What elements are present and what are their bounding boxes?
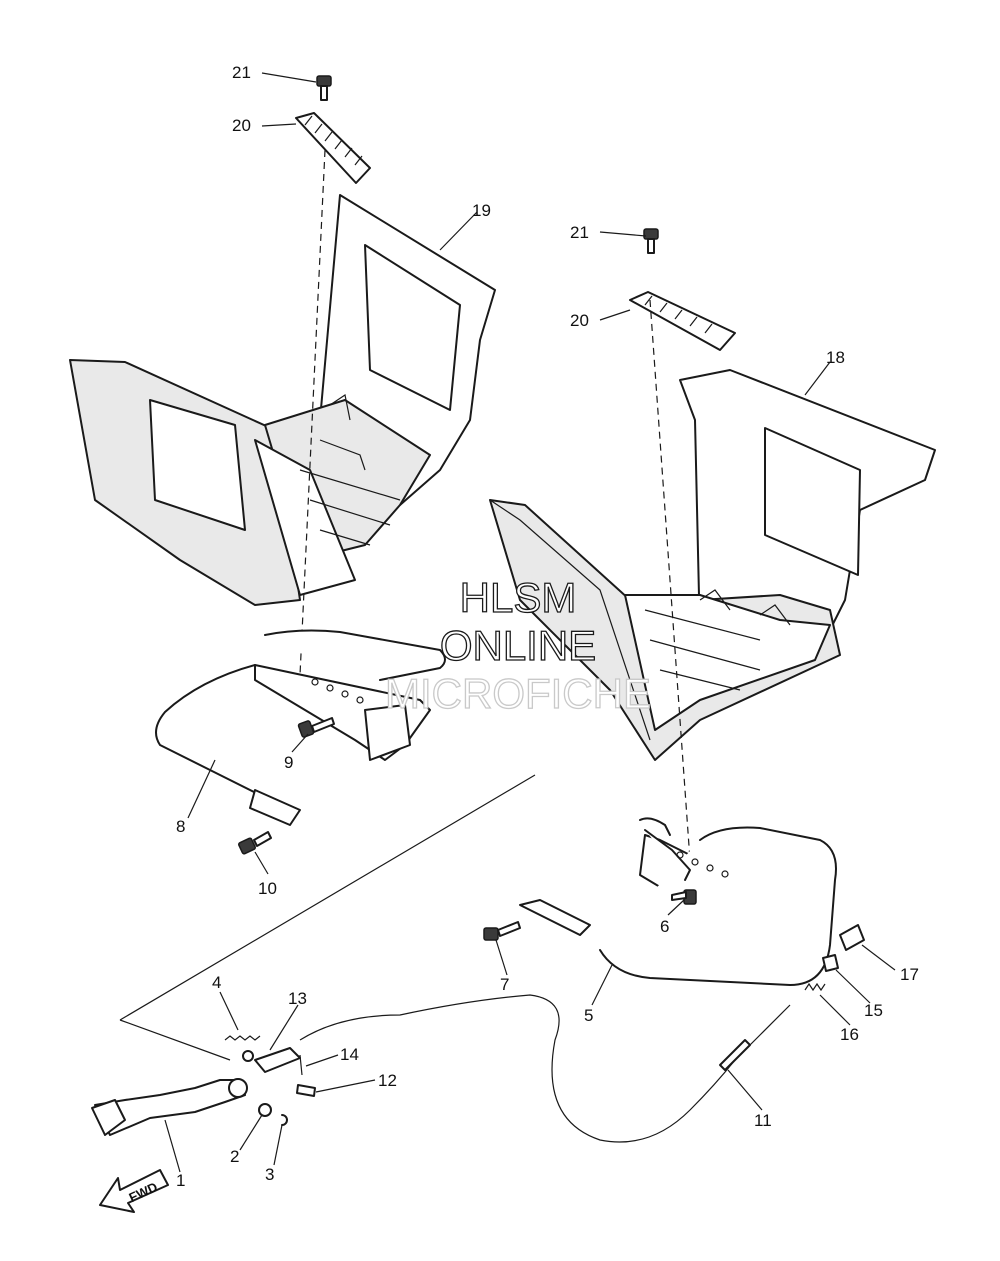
callout-3: 3	[265, 1165, 274, 1184]
watermark-line-1: HLSM	[460, 574, 577, 621]
watermark-line-3: MICROFICHE	[385, 670, 651, 717]
left-footrest-panel	[69, 194, 496, 606]
callout-7: 7	[500, 975, 509, 994]
bolt-10	[238, 831, 272, 855]
right-footrest-bracket	[519, 817, 837, 986]
bolt-9	[297, 717, 335, 738]
watermark: HLSM ONLINE MICROFICHE	[384, 573, 651, 717]
forward-direction-arrow: FWD	[99, 1169, 169, 1213]
callout-1: 1	[176, 1171, 185, 1190]
callout-14: 14	[340, 1045, 359, 1064]
left-alignment-line	[299, 149, 326, 676]
brake-cable	[299, 982, 826, 1143]
pin-12	[296, 1084, 316, 1097]
callout-13: 13	[288, 989, 307, 1008]
callout-18: 18	[826, 348, 845, 367]
callout-15: 15	[864, 1001, 883, 1020]
callout-20-right: 20	[570, 311, 589, 330]
bolt-6	[671, 889, 697, 905]
callout-20-left: 20	[232, 116, 251, 135]
callout-21-right: 21	[570, 223, 589, 242]
callout-9: 9	[284, 753, 293, 772]
left-guard-bolt	[316, 75, 332, 101]
callout-10: 10	[258, 879, 277, 898]
fwd-label: FWD	[127, 1179, 160, 1205]
brake-pedal	[91, 1078, 288, 1136]
callout-17: 17	[900, 965, 919, 984]
callout-11: 11	[754, 1111, 772, 1130]
left-footrest-bracket	[155, 629, 446, 826]
callout-16: 16	[840, 1025, 859, 1044]
holder-17	[839, 924, 865, 951]
right-step-guard	[629, 291, 736, 351]
callout-4: 4	[212, 973, 221, 992]
callout-5: 5	[584, 1006, 593, 1025]
callout-labels: 21 20 19 21 20 18 9 8 10 6 7 5 4 13 14 1…	[176, 63, 919, 1190]
leader-lines	[164, 72, 896, 1173]
callout-2: 2	[230, 1147, 239, 1166]
callout-8: 8	[176, 817, 185, 836]
spring-4	[224, 1035, 261, 1041]
callout-19: 19	[472, 201, 491, 220]
left-step-guard	[295, 112, 371, 184]
right-footrest-panel	[489, 369, 936, 761]
watermark-line-2: ONLINE	[440, 622, 596, 669]
right-guard-bolt	[643, 228, 659, 254]
right-alignment-line	[649, 299, 691, 861]
callout-6: 6	[660, 917, 669, 936]
clip-15	[822, 954, 839, 972]
clevis-13	[242, 1047, 301, 1073]
mounting-reference-line	[119, 774, 536, 1061]
callout-12: 12	[378, 1071, 397, 1090]
callout-21-left: 21	[232, 63, 251, 82]
bolt-7	[483, 921, 521, 941]
